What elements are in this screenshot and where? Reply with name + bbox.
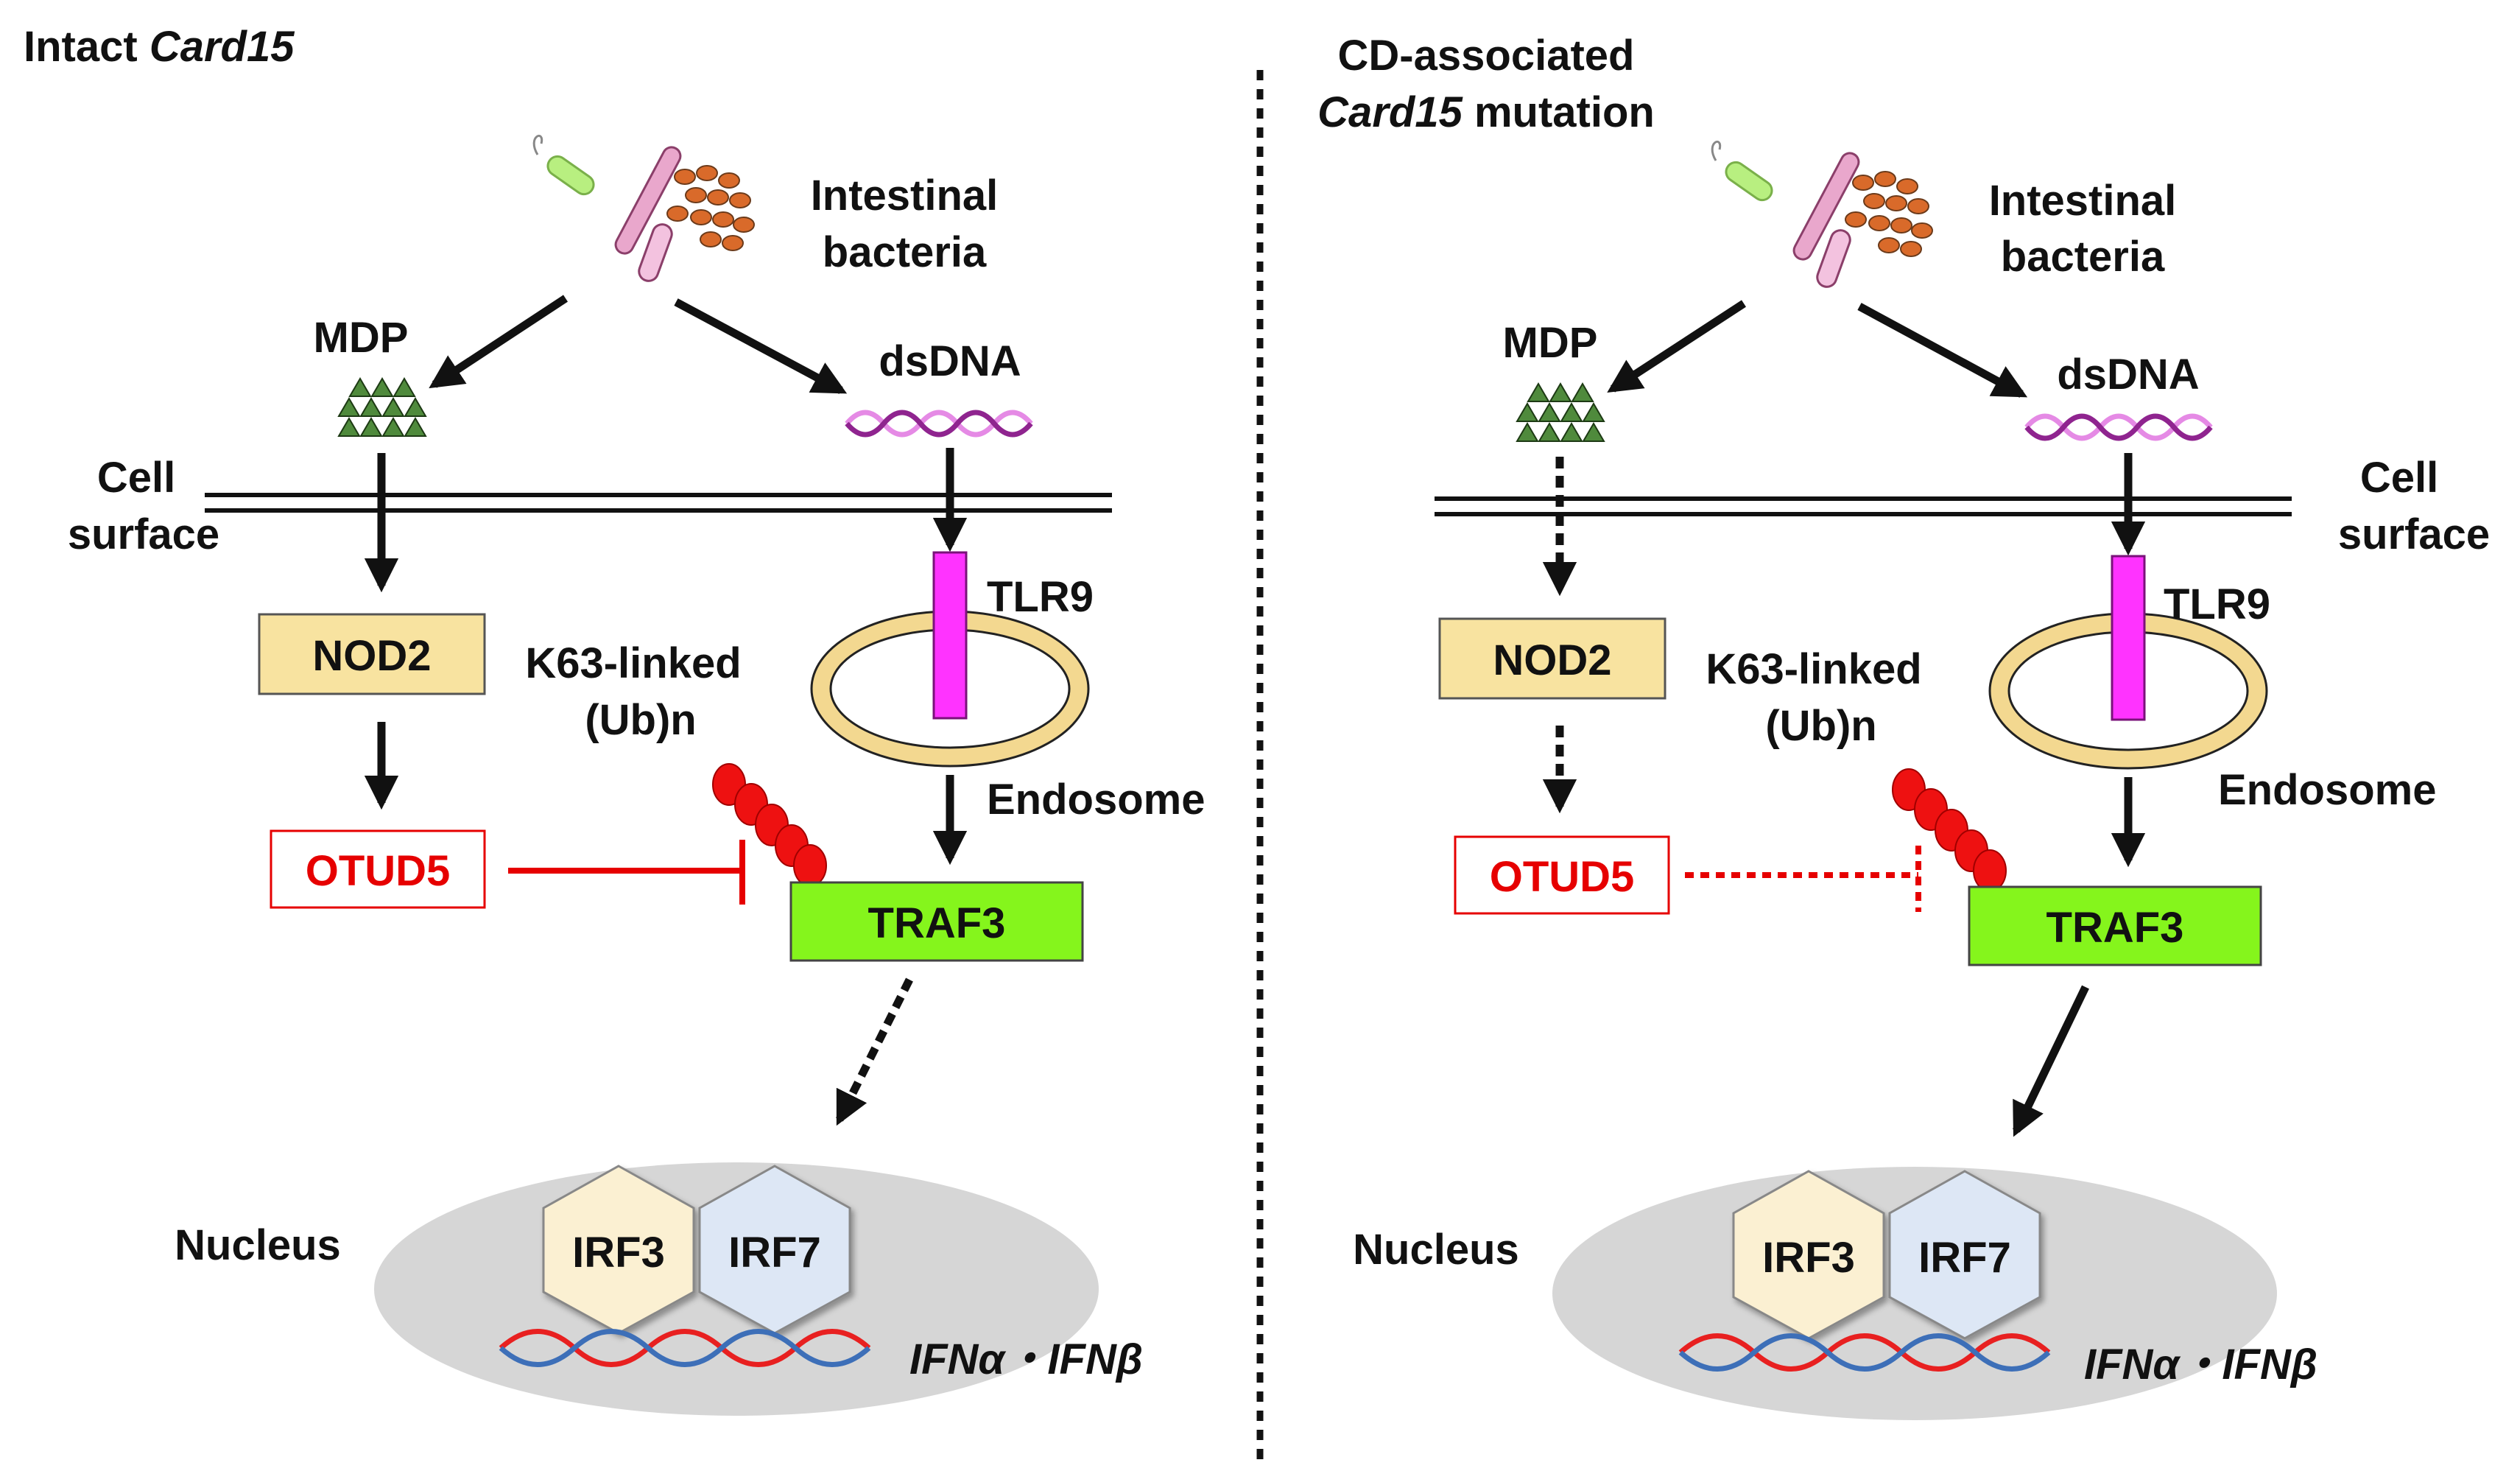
right-nucleus-label: Nucleus xyxy=(1353,1226,1519,1274)
right-mdp-label: MDP xyxy=(1503,319,1598,367)
arrow-traf3-to-nucleus xyxy=(2013,985,2089,1137)
right-bacteria-label-2: bacteria xyxy=(2001,233,2165,281)
mdp-icon xyxy=(1516,382,1605,442)
left-nucleus-label: Nucleus xyxy=(175,1221,341,1269)
arrow-bacteria-to-mdp xyxy=(429,295,569,389)
right-k63-label-2: (Ub)n xyxy=(1765,702,1876,750)
left-bacteria-label-1: Intestinal xyxy=(811,172,999,220)
right-irf7-hexagon xyxy=(1888,1170,2041,1340)
left-cell-surface-label-1: Cell xyxy=(97,454,175,502)
left-panel-title: Intact Card15 xyxy=(24,23,295,71)
right-endosome-label: Endosome xyxy=(2218,766,2437,814)
right-panel: CD-associated Card15 mutation Intestinal… xyxy=(1317,32,2490,1420)
right-k63-label-1: K63-linked xyxy=(1706,645,1921,693)
left-cell-surface-label-2: surface xyxy=(68,510,219,558)
right-tlr9-receptor xyxy=(2111,555,2146,721)
right-dsdna-label: dsDNA xyxy=(2057,351,2199,399)
left-tlr9-receptor xyxy=(932,551,968,720)
left-traf3-box xyxy=(789,881,1084,962)
dsdna-icon xyxy=(845,410,1033,438)
left-k63-label-1: K63-linked xyxy=(525,639,741,687)
right-panel-title-2: Card15 mutation xyxy=(1317,88,1655,136)
arrow-bacteria-to-dsdna xyxy=(674,298,848,394)
dsdna-icon xyxy=(2024,413,2213,441)
left-k63-label-2: (Ub)n xyxy=(585,696,696,744)
right-bacteria-label-1: Intestinal xyxy=(1989,177,2177,225)
left-irf7-label: IRF7 xyxy=(728,1229,821,1277)
left-otud5-label: OTUD5 xyxy=(306,847,451,895)
left-nod2-label: NOD2 xyxy=(312,632,431,680)
right-nod2-box xyxy=(1438,617,1666,700)
right-panel-title-1: CD-associated xyxy=(1338,32,1635,80)
right-irf7-label: IRF7 xyxy=(1918,1234,2011,1282)
left-traf3-label: TRAF3 xyxy=(868,899,1006,947)
right-cell-surface-label-1: Cell xyxy=(2360,454,2438,502)
right-gene-dna-icon xyxy=(1678,1333,2051,1372)
ubiquitin-chain-icon xyxy=(712,763,827,887)
right-otud5-label: OTUD5 xyxy=(1490,853,1635,901)
right-traf3-label: TRAF3 xyxy=(2046,904,2184,952)
left-nod2-box xyxy=(258,613,486,695)
right-otud5-box xyxy=(1454,835,1670,915)
left-tlr9-label: TLR9 xyxy=(987,573,1094,621)
mdp-icon xyxy=(337,377,427,437)
left-mdp-label: MDP xyxy=(314,314,409,362)
right-nod2-label: NOD2 xyxy=(1493,636,1611,684)
right-irf3-label: IRF3 xyxy=(1762,1234,1855,1282)
left-dsdna-label: dsDNA xyxy=(879,337,1021,385)
bacteria-icon xyxy=(532,134,755,282)
right-ifn-label: IFNα・IFNβ xyxy=(2084,1341,2317,1389)
left-bacteria-label-2: bacteria xyxy=(823,228,987,276)
right-cell-surface-label-2: surface xyxy=(2338,510,2490,558)
left-panel: Intact Card15 Intestinal bacteria MDP xyxy=(24,23,1206,1416)
left-ifn-label: IFNα・IFNβ xyxy=(909,1335,1143,1383)
left-gene-dna-icon xyxy=(499,1329,871,1367)
left-otud5-box xyxy=(270,829,486,909)
left-irf3-label: IRF3 xyxy=(572,1229,665,1277)
ubiquitin-chain-icon xyxy=(1892,768,2007,892)
arrow-bacteria-to-mdp xyxy=(1607,300,1747,393)
left-endosome-label: Endosome xyxy=(987,776,1206,824)
right-tlr9-label: TLR9 xyxy=(2164,580,2270,628)
right-traf3-box xyxy=(1968,885,2262,966)
arrow-traf3-to-nucleus xyxy=(836,977,913,1126)
arrow-bacteria-to-dsdna xyxy=(1857,303,2028,398)
bacteria-icon xyxy=(1711,140,1933,288)
